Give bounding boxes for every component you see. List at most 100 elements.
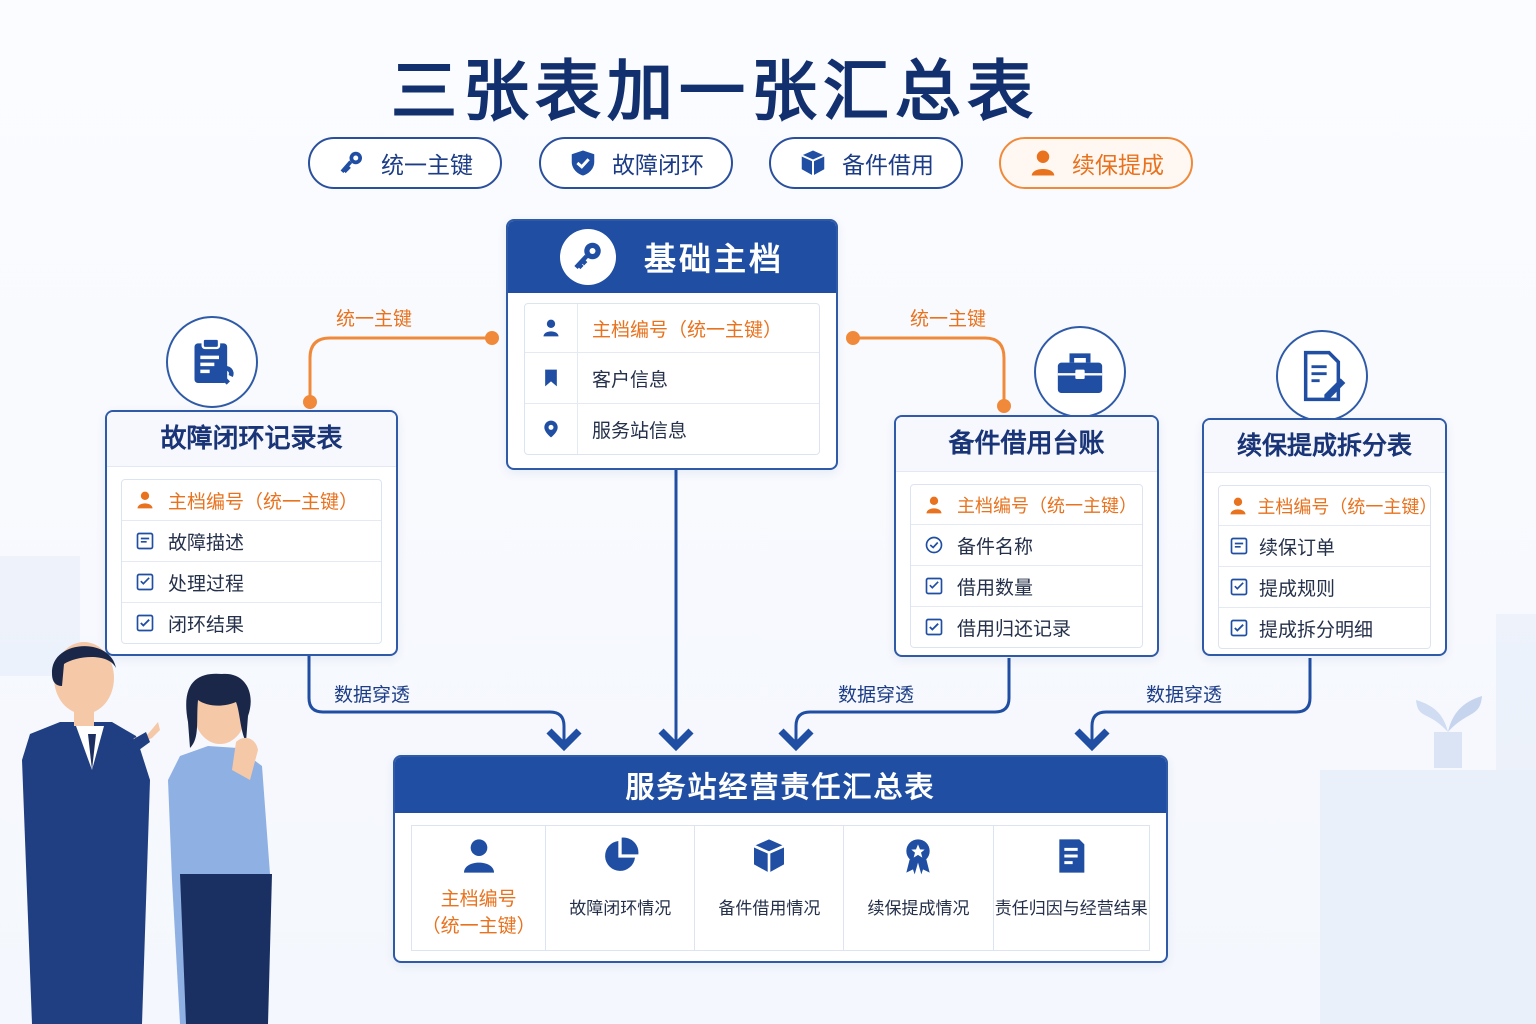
list-icon	[136, 532, 154, 550]
summary-cell-renewal: 续保提成情况	[844, 826, 994, 950]
user-orange-icon	[1230, 497, 1246, 514]
user-icon	[543, 319, 559, 337]
check-circle-icon	[925, 536, 943, 554]
parts-row-qty: 借用数量	[911, 566, 1142, 607]
people-illustration	[22, 642, 272, 1024]
key-link-left-label: 统一主键	[336, 308, 413, 330]
master-title: 基础主档	[643, 240, 784, 278]
list-icon	[1230, 537, 1248, 555]
master-header: 基础主档	[508, 221, 836, 293]
box-icon	[801, 150, 825, 176]
row-text: 服务站信息	[592, 419, 688, 442]
cell-text: （统一主键）	[421, 915, 536, 937]
row-text: 备件名称	[957, 535, 1034, 558]
renewal-row-order: 续保订单	[1219, 526, 1430, 567]
master-card[interactable]: 基础主档 主档编号（统一主键） 客户信息 服务站信息	[506, 219, 838, 470]
row-text: 处理过程	[168, 572, 245, 595]
flow-right-label: 数据穿透	[1146, 684, 1223, 706]
award-badge-icon	[906, 839, 931, 875]
bg-shelf-right	[1320, 770, 1536, 1024]
cell-text: 续保提成情况	[867, 899, 970, 919]
report-document-icon	[1059, 839, 1085, 873]
pill-fault-loop[interactable]: 故障闭环	[539, 137, 733, 189]
master-row-customer: 客户信息	[525, 353, 819, 404]
summary-cell-responsibility: 责任归因与经营结果	[994, 826, 1149, 950]
summary-cell-parts: 备件借用情况	[695, 826, 845, 950]
flow-right	[1074, 658, 1312, 752]
toolbox-icon	[1034, 326, 1126, 418]
location-pin-icon	[544, 420, 558, 438]
master-rows: 主档编号（统一主键） 客户信息 服务站信息	[524, 303, 820, 455]
parts-table-card[interactable]: 备件借用台账 主档编号（统一主键） 备件名称 借用数量 借用归还记录	[894, 415, 1159, 657]
user-orange-icon	[1031, 150, 1055, 176]
summary-grid: 主档编号 （统一主键） 故障闭环情况 备件借用情况 续保提成情况 责任归因与经营结…	[411, 825, 1150, 951]
row-text: 主档编号（统一主键）	[957, 495, 1137, 517]
cell-text: 故障闭环情况	[569, 899, 672, 919]
fault-row-desc: 故障描述	[122, 521, 381, 562]
checklist-icon	[1230, 578, 1248, 596]
cell-text: 主档编号	[440, 888, 517, 910]
fault-table-title: 故障闭环记录表	[107, 412, 396, 467]
flow-mid-label: 数据穿透	[838, 684, 915, 706]
fault-row-process: 处理过程	[122, 562, 381, 603]
checklist-icon	[136, 573, 154, 591]
key-link-left	[308, 336, 492, 402]
row-text: 主档编号（统一主键）	[592, 318, 783, 341]
parts-table-rows: 主档编号（统一主键） 备件名称 借用数量 借用归还记录	[910, 484, 1143, 648]
renewal-row-rule: 提成规则	[1219, 567, 1430, 608]
renewal-row-detail: 提成拆分明细	[1219, 608, 1430, 648]
user-orange-icon	[137, 491, 153, 509]
master-row-station: 服务站信息	[525, 404, 819, 454]
woman-figure	[168, 673, 272, 1024]
box-icon	[753, 839, 785, 873]
pill-unified-key[interactable]: 统一主键	[308, 137, 502, 189]
row-text: 提成拆分明细	[1259, 618, 1374, 641]
pill-label: 备件借用	[842, 153, 934, 179]
checklist-icon	[925, 577, 943, 595]
fault-row-key: 主档编号（统一主键）	[122, 480, 381, 521]
row-text: 客户信息	[592, 368, 669, 391]
pill-renewal-commission[interactable]: 续保提成	[999, 137, 1193, 189]
parts-row-name: 备件名称	[911, 525, 1142, 566]
master-row-key: 主档编号（统一主键）	[525, 304, 819, 353]
shield-check-icon	[571, 150, 595, 176]
row-text: 主档编号（统一主键）	[168, 490, 359, 513]
key-link-right	[853, 336, 1006, 406]
pill-label: 故障闭环	[612, 153, 704, 179]
summary-cell-fault: 故障闭环情况	[546, 826, 696, 950]
pill-label: 续保提成	[1072, 153, 1164, 179]
renewal-table-card[interactable]: 续保提成拆分表 主档编号（统一主键） 续保订单 提成规则 提成拆分明细	[1202, 418, 1447, 656]
row-text: 续保订单	[1259, 536, 1336, 559]
clipboard-wrench-icon	[166, 316, 258, 408]
summary-card[interactable]: 服务站经营责任汇总表 主档编号 （统一主键） 故障闭环情况 备件借用情况 续保提成…	[393, 755, 1168, 963]
renewal-table-title: 续保提成拆分表	[1204, 420, 1445, 473]
checkbox-icon	[925, 618, 943, 636]
pill-label: 统一主键	[381, 153, 473, 179]
cell-text: 备件借用情况	[718, 899, 821, 919]
fault-table-rows: 主档编号（统一主键） 故障描述 处理过程 闭环结果	[121, 479, 382, 644]
row-text: 故障描述	[168, 531, 245, 554]
fault-table-card[interactable]: 故障闭环记录表 主档编号（统一主键） 故障描述 处理过程 闭环结果	[105, 410, 398, 656]
pill-parts-borrow[interactable]: 备件借用	[769, 137, 963, 189]
user-icon	[463, 839, 494, 873]
bg-cabinet-right	[1496, 614, 1536, 770]
renewal-table-rows: 主档编号（统一主键） 续保订单 提成规则 提成拆分明细	[1218, 485, 1437, 649]
key-icon	[559, 229, 616, 285]
user-orange-icon	[926, 496, 942, 513]
flow-left	[307, 656, 582, 752]
flow-mid	[778, 658, 1011, 752]
renewal-row-key: 主档编号（统一主键）	[1219, 486, 1437, 526]
page-title: 三张表加一张汇总表	[391, 53, 1039, 130]
row-text: 闭环结果	[168, 613, 245, 636]
summary-title: 服务站经营责任汇总表	[395, 757, 1166, 813]
man-figure	[22, 642, 160, 1024]
parts-table-title: 备件借用台账	[896, 417, 1157, 472]
key-icon	[340, 151, 362, 174]
document-edit-icon	[1276, 330, 1368, 422]
flow-left-label: 数据穿透	[334, 684, 411, 706]
row-text: 借用归还记录	[957, 617, 1072, 640]
row-text: 提成规则	[1259, 577, 1336, 600]
fault-row-result: 闭环结果	[122, 603, 381, 643]
summary-cell-key: 主档编号 （统一主键）	[412, 826, 547, 950]
